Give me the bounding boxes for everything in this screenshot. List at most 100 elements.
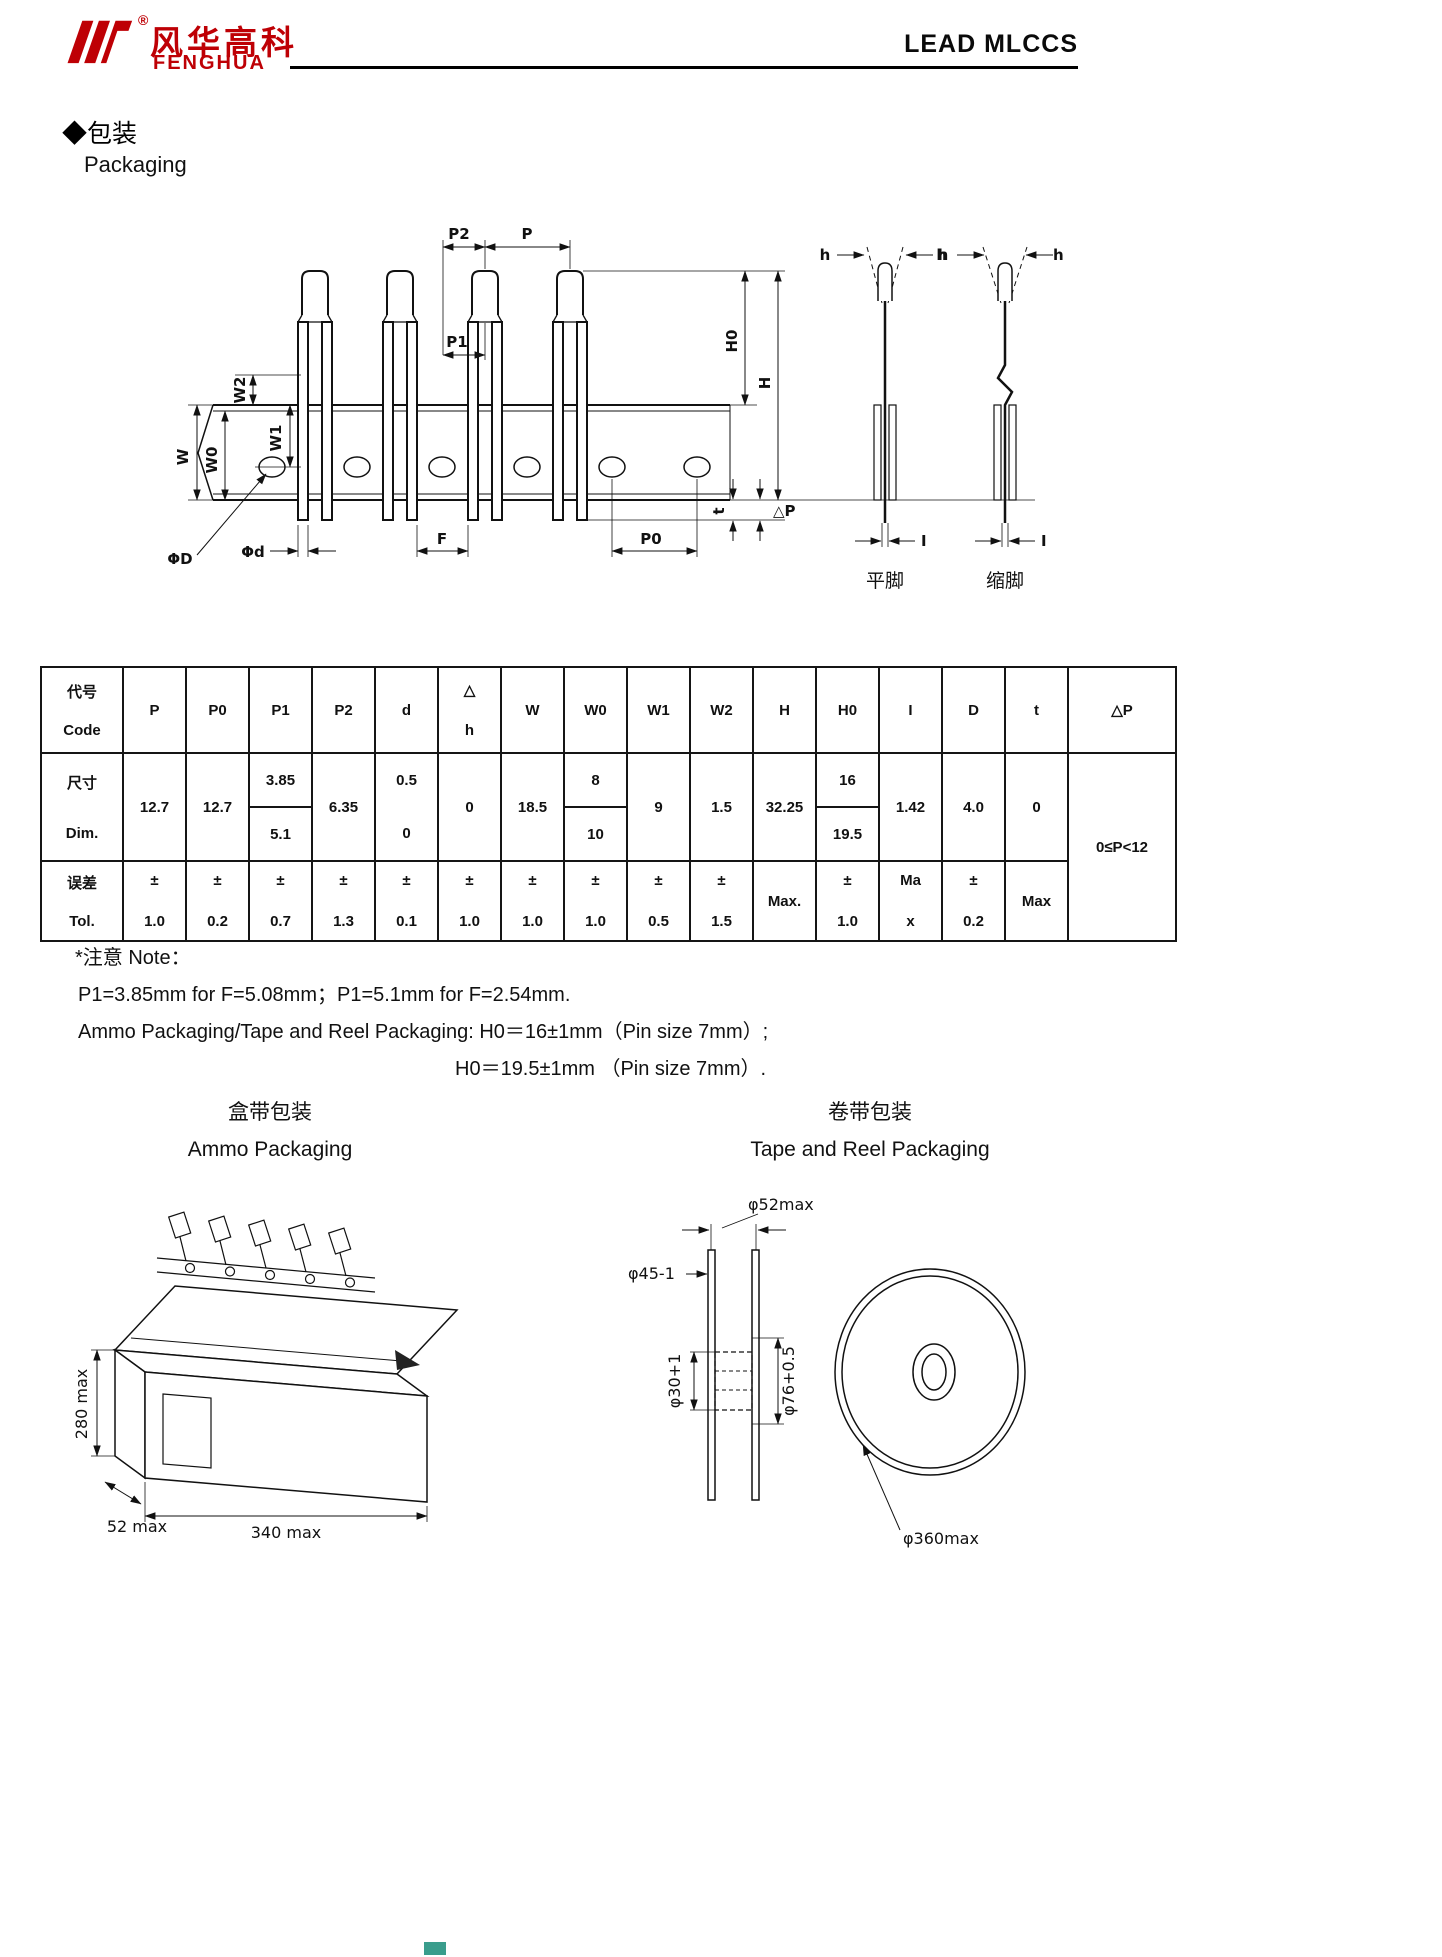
label-phi-30: φ30+1: [665, 1354, 684, 1409]
col-p: P: [122, 666, 187, 754]
label-w2: W2: [231, 377, 249, 404]
flat-lead-profile: [837, 246, 933, 547]
dim-p0: 12.7: [185, 752, 250, 862]
ammo-capacitors: [167, 1211, 352, 1277]
note-title: *注意 Note：: [75, 947, 191, 969]
col-p1: P1: [248, 666, 313, 754]
fenghua-logo-icon: [62, 14, 134, 73]
label-w1: W1: [267, 425, 285, 452]
col-h0: H0: [815, 666, 880, 754]
dim-w1: 9: [626, 752, 691, 862]
col-w: W: [500, 666, 565, 754]
reel-dim-lines: [682, 1226, 901, 1531]
col-t: t: [1004, 666, 1069, 754]
label-280-max: 280 max: [75, 1369, 91, 1439]
tape-packaging-diagram: P2 P P1 W W0 W2 W1 H0 H t △P ΦD Φd F P0 …: [167, 225, 1064, 592]
section-title-cn: ◆包装: [62, 120, 138, 148]
label-i-1: I: [921, 532, 927, 550]
label-h-small-4: h: [1053, 246, 1064, 264]
label-340-max: 340 max: [251, 1523, 321, 1542]
tol-delta-h: ±1.0: [437, 860, 502, 942]
sprocket-holes: [258, 456, 711, 478]
capacitors: [297, 270, 588, 521]
crimped-lead-profile: [957, 246, 1053, 547]
label-52-max: 52 max: [107, 1517, 167, 1536]
dim-i: 1.42: [878, 752, 943, 862]
col-w2: W2: [689, 666, 754, 754]
tol-p: ±1.0: [122, 860, 187, 942]
tol-h0: ±1.0: [815, 860, 880, 942]
label-phi-76: φ76+0.5: [779, 1346, 798, 1416]
reel-ext-lines: [690, 1213, 784, 1425]
label-i-2: I: [1041, 532, 1047, 550]
label-p2: P2: [448, 225, 469, 243]
tol-d: ±0.1: [374, 860, 439, 942]
label-phi-52: φ52max: [748, 1195, 814, 1214]
brand-name-cn: 风华高科: [150, 24, 298, 61]
label-p1: P1: [446, 333, 467, 351]
dim-w2: 1.5: [689, 752, 754, 862]
col-p0: P0: [185, 666, 250, 754]
reel-packaging-diagram: φ52max φ45-1 φ30+1 φ76+0.5 φ360max: [628, 1195, 1026, 1548]
ammo-dim-lines: [93, 1349, 428, 1520]
ammo-title-en: Ammo Packaging: [187, 1138, 353, 1161]
col-i: I: [878, 666, 943, 754]
label-p: P: [522, 225, 533, 243]
label-h0: H0: [723, 330, 741, 353]
ammo-box: [112, 1285, 459, 1503]
dim-w: 18.5: [500, 752, 565, 862]
label-h: H: [756, 377, 774, 390]
label-p0: P0: [640, 530, 661, 548]
reel-title-cn: 卷带包装: [828, 1101, 912, 1124]
ammo-tape-strip: [156, 1211, 376, 1293]
label-h-small-2: h: [938, 246, 949, 264]
tol-D: ±0.2: [941, 860, 1006, 942]
col-D: D: [941, 666, 1006, 754]
dim-delta-h: 0: [437, 752, 502, 862]
registered-mark: ®: [138, 12, 149, 28]
tol-p0: ±0.2: [185, 860, 250, 942]
label-w: W: [174, 448, 192, 465]
col-delta-p: △P: [1067, 666, 1177, 754]
note-line-2: Ammo Packaging/Tape and Reel Packaging: …: [78, 1021, 769, 1043]
label-phi-360: φ360max: [903, 1529, 979, 1548]
ammo-packaging-diagram: 280 max 52 max 340 max: [75, 1211, 459, 1542]
header-rule: [290, 66, 1078, 69]
tol-w0: ±1.0: [563, 860, 628, 942]
tol-w1: ±0.5: [626, 860, 691, 942]
dimension-lines: [193, 243, 782, 556]
dim-t: 0: [1004, 752, 1069, 862]
dim-D: 4.0: [941, 752, 1006, 862]
label-phi-D: ΦD: [167, 550, 192, 568]
ammo-title-cn: 盒带包装: [228, 1101, 312, 1124]
tol-w: ±1.0: [500, 860, 565, 942]
reel-side-view: [707, 1249, 760, 1501]
col-delta-h: △h: [437, 666, 502, 754]
col-d: d: [374, 666, 439, 754]
label-t: t: [710, 507, 728, 514]
tol-w2: ±1.5: [689, 860, 754, 942]
label-delta-p: △P: [773, 502, 796, 520]
col-w0: W0: [563, 666, 628, 754]
label-flat-lead: 平脚: [866, 570, 904, 592]
label-w0: W0: [203, 447, 221, 474]
tol-p2: ±1.3: [311, 860, 376, 942]
dim-p2: 6.35: [311, 752, 376, 862]
col-h: H: [752, 666, 817, 754]
note-line-3: H0＝19.5±1mm （Pin size 7mm）.: [455, 1058, 767, 1080]
tol-t: Max: [1004, 860, 1069, 942]
dim-h: 32.25: [752, 752, 817, 862]
note-line-1: P1=3.85mm for F=5.08mm；P1=5.1mm for F=2.…: [78, 984, 571, 1006]
tol-h: Max.: [752, 860, 817, 942]
col-p2: P2: [311, 666, 376, 754]
